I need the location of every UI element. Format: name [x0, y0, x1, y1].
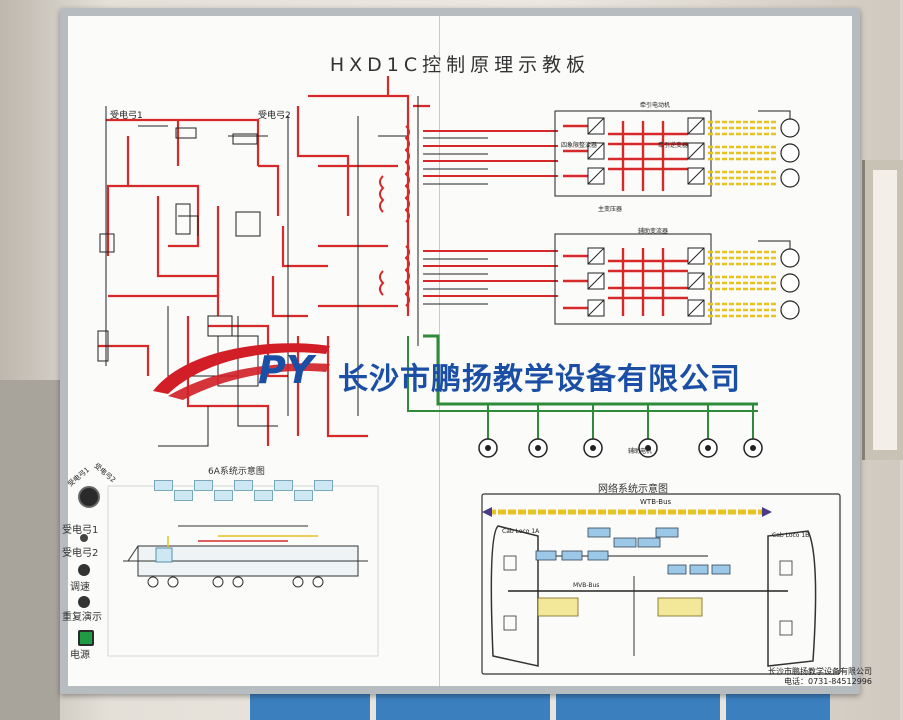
traction-motors [780, 118, 800, 320]
pantograph2-switch-label: 受电弓2 [62, 548, 99, 559]
green-aux-bus [407, 334, 763, 458]
company-logo-py: PY [258, 348, 314, 392]
stand-gap [370, 694, 376, 720]
teaching-board: HXD1C控制原理示教板 [62, 16, 872, 686]
traction-motor-label: 牵引电动机 [640, 102, 671, 109]
stand-gap [550, 694, 556, 720]
inverter-label: 牵引逆变器 [658, 142, 689, 149]
converter-block-1 [554, 110, 712, 197]
6a-box [214, 490, 234, 501]
company-name: 长沙市鹏扬教学设备有限公司 [338, 362, 741, 397]
pantograph1-switch-label: 受电弓1 [62, 525, 99, 536]
network-system-diagram [481, 493, 841, 675]
repeat-demo-button[interactable] [78, 596, 90, 608]
6a-box [194, 480, 214, 491]
speed-knob[interactable] [78, 486, 100, 508]
footer-phone: 电话：0731-84512996 [784, 677, 872, 686]
stand-gap [720, 694, 726, 720]
pantograph1-label: 受电弓1 [110, 111, 143, 121]
power-label: 电源 [70, 650, 90, 661]
6a-system-diagram [107, 485, 379, 657]
cab-a-label: Cab Loco 1A [502, 528, 540, 535]
motor-feed-lines [708, 120, 778, 318]
teaching-board-frame: HXD1C控制原理示教板 [60, 8, 872, 694]
6a-box [294, 490, 314, 501]
aux-motor-label: 辅助电机 [628, 448, 653, 455]
left-wall-shadow [0, 380, 60, 720]
6a-box [234, 480, 254, 491]
transformer-output-black [423, 137, 488, 305]
6a-box [174, 490, 194, 501]
motor-ground-lines [758, 110, 791, 249]
6a-box [154, 480, 174, 491]
window-pane [873, 170, 897, 450]
network-system-title: 网络系统示意图 [598, 484, 668, 495]
mvb-bus-label: MVB-Bus [573, 582, 600, 589]
pantograph2-label: 受电弓2 [258, 111, 291, 121]
6a-box [274, 480, 294, 491]
company-logo-swoosh [153, 343, 330, 400]
speed-control-label: 调速 [70, 582, 90, 593]
pantograph-selector-switch[interactable] [80, 534, 88, 542]
transformer-output-lines [423, 130, 558, 297]
converter-block-2 [554, 233, 712, 325]
6a-system-title: 6A系统示意图 [208, 467, 265, 477]
window-frame [862, 160, 903, 460]
circuit-diagram [97, 76, 841, 675]
rectifier-label: 四象限整流器 [561, 142, 598, 149]
main-transformer-label: 主变压器 [598, 206, 623, 213]
footer-company: 长沙市鹏扬教学设备有限公司 [768, 667, 872, 676]
transformer-coils [379, 125, 410, 307]
cab-b-label: Cab Loco 1B [772, 532, 810, 539]
6a-box [254, 490, 274, 501]
speed-control-knob[interactable] [78, 564, 90, 576]
board-title: HXD1C控制原理示教板 [329, 54, 591, 76]
6a-box [314, 480, 334, 491]
repeat-demo-label: 重复演示 [62, 612, 102, 623]
wtb-bus-label: WTB-Bus [640, 498, 672, 506]
power-button[interactable] [78, 630, 94, 646]
aux-converter-label: 辅助变流器 [638, 228, 669, 235]
